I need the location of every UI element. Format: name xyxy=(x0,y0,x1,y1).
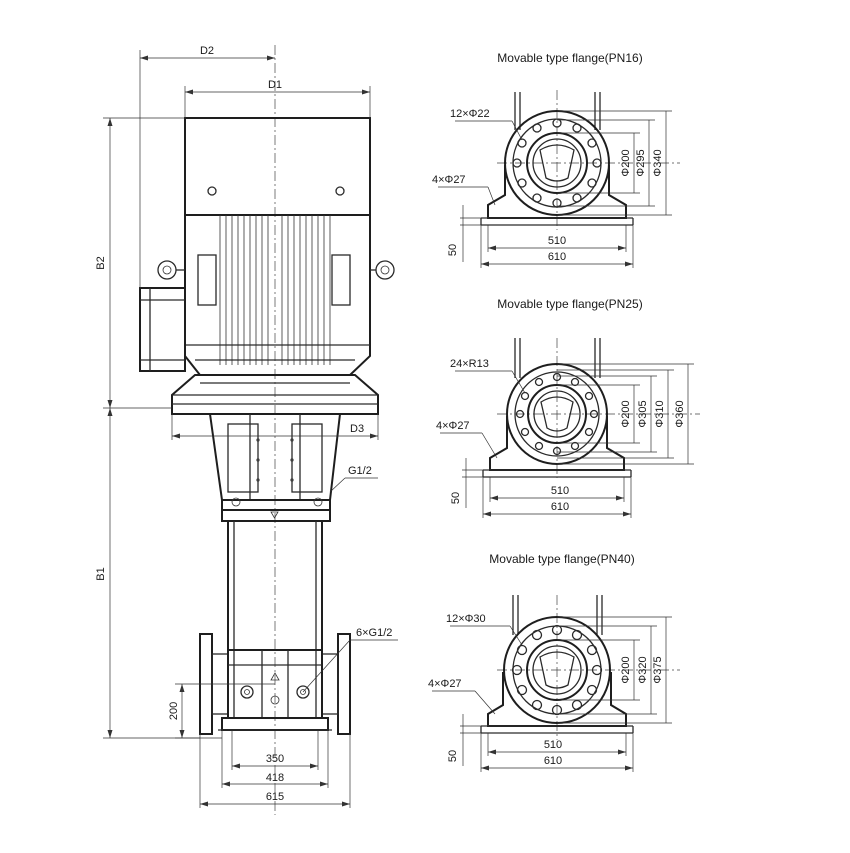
flange-bolt-holes xyxy=(511,624,603,716)
dim-b2-label: B2 xyxy=(95,256,107,269)
flange-pn16-bolt-label: 12×Φ22 xyxy=(450,108,490,120)
flange-pn16-width-outer: 610 xyxy=(548,251,566,263)
dim-200-label: 200 xyxy=(168,702,180,720)
flange-pn16-foot-label: 4×Φ27 xyxy=(432,174,466,186)
flange-pn16-dia-2: Φ295 xyxy=(635,149,647,176)
motor-body xyxy=(184,214,371,376)
motor-top-cover xyxy=(184,117,371,216)
motor-side-plate xyxy=(331,254,351,306)
dim-d2-label: D2 xyxy=(200,45,214,57)
flange-pn16-dia-1: Φ200 xyxy=(620,149,632,176)
cover-screw xyxy=(207,186,217,196)
flange-pn16-width-inner: 510 xyxy=(548,235,566,247)
flange-pn25-dia-4: Φ360 xyxy=(674,400,686,427)
drain-plug-icon xyxy=(296,685,310,699)
dim-b1-label: B1 xyxy=(95,567,107,580)
flange-view-pn25: Movable type flange(PN25) xyxy=(436,297,700,518)
dim-d1-label: D1 xyxy=(268,79,282,91)
flange-pn40-dia-1: Φ200 xyxy=(620,656,632,683)
flange-pn25-height-label: 50 xyxy=(450,492,462,504)
flow-arrow-icon xyxy=(270,672,280,681)
ports-6g12-label: 6×G1/2 xyxy=(356,627,392,639)
flange-pn40-width-inner: 510 xyxy=(544,739,562,751)
lifting-eye-icon xyxy=(157,260,177,280)
flange-pn16-height-label: 50 xyxy=(447,244,459,256)
flange-pn40-width-outer: 610 xyxy=(544,755,562,767)
flange-view-pn16: Movable type flange(PN16) xyxy=(432,51,680,268)
motor-side-plate xyxy=(197,254,217,306)
flange-pn25-width-outer: 610 xyxy=(551,501,569,513)
pump-main-view xyxy=(139,45,395,815)
main-view-dimensions: D2 D1 B2 B1 D3 G1/2 6×G1/ xyxy=(95,45,398,808)
flange-bolt-holes xyxy=(515,372,599,456)
dim-615-label: 615 xyxy=(266,791,284,803)
flange-pn40-dia-3: Φ375 xyxy=(652,656,664,683)
pump-head xyxy=(221,509,331,522)
flange-pn40-dia-2: Φ320 xyxy=(637,656,649,683)
flange-pn25-dia-3: Φ310 xyxy=(654,400,666,427)
terminal-box xyxy=(139,287,186,372)
flange-view-pn40: Movable type flange(PN40) xyxy=(428,552,680,772)
flange-pn16-title: Movable type flange(PN16) xyxy=(497,51,642,65)
flange-pn16-dia-3: Φ340 xyxy=(652,149,664,176)
flange-bolt-holes xyxy=(512,118,602,208)
flange-foot-base xyxy=(487,165,627,219)
dim-d3-label: D3 xyxy=(350,423,364,435)
flow-arrow-icon xyxy=(270,511,279,519)
flange-pn25-dia-1: Φ200 xyxy=(620,400,632,427)
lantern-window xyxy=(291,423,323,493)
lantern-window xyxy=(227,423,259,493)
flange-pn40-height-label: 50 xyxy=(447,750,459,762)
flange-pn40-title: Movable type flange(PN40) xyxy=(489,552,634,566)
port-g12-label: G1/2 xyxy=(348,465,372,477)
cover-screw xyxy=(335,186,345,196)
flange-pn40-foot-label: 4×Φ27 xyxy=(428,678,462,690)
motor-cooling-fins xyxy=(219,215,331,365)
dim-350-label: 350 xyxy=(266,753,284,765)
dim-418-label: 418 xyxy=(266,772,284,784)
lifting-eye-icon xyxy=(375,260,395,280)
flange-pn25-dia-2: Φ305 xyxy=(637,400,649,427)
discharge-flange xyxy=(337,633,351,735)
flange-pn40-bolt-label: 12×Φ30 xyxy=(446,613,486,625)
drain-plug-icon xyxy=(240,685,254,699)
flange-pn25-width-inner: 510 xyxy=(551,485,569,497)
flange-pn25-bolt-label: 24×R13 xyxy=(450,358,489,370)
flange-pn25-foot-label: 4×Φ27 xyxy=(436,420,470,432)
flange-pn25-title: Movable type flange(PN25) xyxy=(497,297,642,311)
